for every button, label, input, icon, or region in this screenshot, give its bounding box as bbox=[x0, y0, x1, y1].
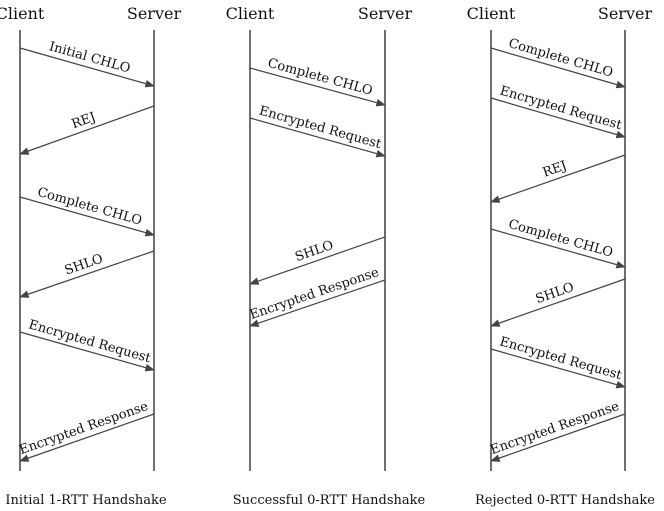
message-label: Encrypted Response bbox=[488, 399, 621, 458]
client-header: Client bbox=[467, 4, 516, 23]
message-label: REJ bbox=[541, 158, 569, 180]
message-label: Complete CHLO bbox=[507, 217, 615, 261]
server-header: Server bbox=[598, 4, 653, 23]
message-arrow bbox=[249, 117, 386, 158]
message-label: Encrypted Response bbox=[248, 265, 381, 323]
message-label: Complete CHLO bbox=[507, 36, 615, 81]
message-label: Encrypted Request bbox=[498, 334, 624, 383]
message-label: Complete CHLO bbox=[36, 185, 144, 229]
message-arrow bbox=[490, 97, 626, 139]
client-header: Client bbox=[226, 4, 275, 23]
message-arrow bbox=[19, 47, 155, 88]
message-label: Encrypted Request bbox=[257, 104, 383, 153]
message-label: REJ bbox=[70, 110, 98, 132]
message-arrow bbox=[249, 67, 386, 107]
server-header: Server bbox=[358, 4, 413, 23]
panel-caption: Rejected 0-RTT Handshake bbox=[475, 493, 655, 508]
message-arrow bbox=[19, 413, 155, 462]
message-arrow bbox=[490, 47, 626, 89]
message-label: Encrypted Request bbox=[498, 84, 624, 134]
panel-caption: Successful 0-RTT Handshake bbox=[233, 493, 426, 508]
message-arrow bbox=[490, 228, 626, 269]
panel-caption: Initial 1-RTT Handshake bbox=[5, 493, 166, 508]
message-arrow bbox=[490, 278, 626, 327]
message-label: Encrypted Response bbox=[17, 399, 150, 458]
client-header: Client bbox=[0, 4, 45, 23]
message-arrow bbox=[249, 236, 386, 285]
message-arrow bbox=[490, 413, 626, 462]
message-label: Encrypted Request bbox=[27, 317, 153, 366]
message-arrow bbox=[19, 250, 155, 298]
message-arrow bbox=[490, 154, 626, 203]
message-arrow bbox=[19, 331, 155, 372]
message-arrow bbox=[490, 348, 626, 389]
message-arrow bbox=[249, 279, 386, 327]
message-arrow bbox=[19, 105, 155, 155]
message-arrow bbox=[19, 196, 155, 237]
message-label: Initial CHLO bbox=[47, 39, 132, 76]
server-header: Server bbox=[127, 4, 182, 23]
